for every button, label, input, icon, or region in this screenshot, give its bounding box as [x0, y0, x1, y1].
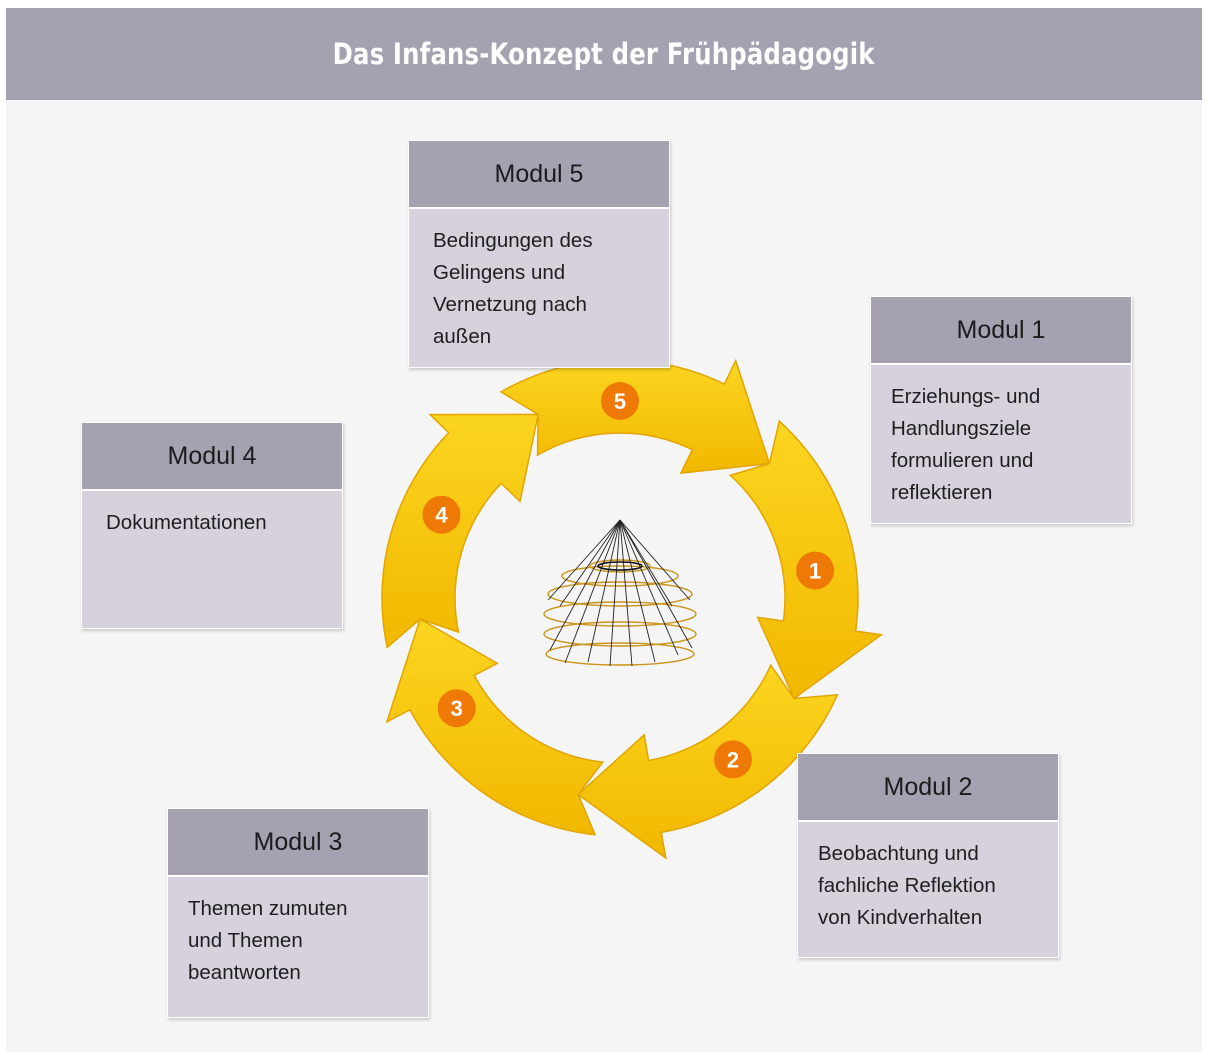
module-2-box: Modul 2 Beobachtung und fachliche Reflek… — [797, 753, 1059, 958]
cone-line — [619, 519, 656, 663]
step-badge-4: 4 — [422, 495, 461, 534]
cycle-arrow-4 — [381, 413, 540, 649]
step-number-label: 5 — [614, 389, 626, 414]
cone-ring — [589, 559, 651, 573]
cone-line — [587, 519, 621, 663]
cone-line — [549, 519, 621, 651]
cycle-arrow-5 — [499, 358, 771, 474]
cone-ring — [545, 642, 695, 666]
step-number-label: 1 — [809, 559, 821, 584]
module-5-title: Modul 5 — [409, 141, 669, 209]
step-badge-circle — [796, 551, 835, 590]
cone-line — [619, 519, 693, 649]
module-2-text: Beobachtung und fachliche Reflektion von… — [818, 842, 996, 929]
cone-line — [619, 519, 633, 667]
step-badge-3: 3 — [437, 689, 476, 728]
module-3-text: Themen zumuten und Themen beantworten — [188, 897, 348, 984]
cone-ring — [543, 601, 697, 627]
step-badge-circle — [437, 689, 476, 728]
module-2-title: Modul 2 — [798, 754, 1058, 822]
cone-ring — [561, 565, 679, 587]
step-number-label: 2 — [727, 747, 739, 772]
module-5-text: Bedingungen des Gelingens und Vernetzung… — [433, 229, 593, 348]
step-badge-1: 1 — [796, 551, 835, 590]
step-badge-2: 2 — [714, 740, 752, 779]
step-badge-5: 5 — [601, 382, 639, 420]
cone-line — [559, 519, 621, 607]
step-numbers: 1 2 3 4 5 — [422, 382, 835, 779]
step-badge-circle — [714, 740, 752, 779]
spiral-cone-icon — [543, 519, 697, 667]
cone-line — [609, 519, 621, 667]
cone-line — [564, 519, 621, 664]
cycle-arrow-2 — [577, 663, 839, 860]
module-3-title: Modul 3 — [168, 809, 428, 877]
module-1-box: Modul 1 Erziehungs- und Handlungsziele f… — [870, 296, 1132, 524]
cone-line — [619, 519, 691, 601]
step-number-label: 3 — [451, 696, 463, 721]
module-4-text: Dokumentationen — [106, 511, 267, 534]
cone-line — [619, 519, 679, 656]
module-4-title: Modul 4 — [82, 423, 342, 491]
step-badge-circle — [422, 495, 461, 534]
module-1-text: Erziehungs- und Handlungsziele formulier… — [891, 385, 1041, 504]
cycle-arrow-3 — [385, 617, 605, 836]
step-number-label: 4 — [435, 503, 448, 528]
module-1-title: Modul 1 — [871, 297, 1131, 365]
page-title: Das Infans-Konzept der Frühpädagogik — [332, 37, 876, 71]
module-5-box: Modul 5 Bedingungen des Gelingens und Ve… — [408, 140, 670, 368]
cone-ring — [543, 621, 697, 647]
cone-ring — [547, 581, 693, 607]
step-badge-circle — [601, 382, 639, 420]
cone-top-ring — [597, 561, 643, 571]
cycle-arrows — [381, 358, 884, 860]
cone-line — [547, 519, 621, 601]
module-4-box: Modul 4 Dokumentationen — [81, 422, 343, 629]
module-3-box: Modul 3 Themen zumuten und Themen beantw… — [167, 808, 429, 1018]
cone-line — [619, 519, 673, 607]
header-bar: Das Infans-Konzept der Frühpädagogik — [6, 8, 1202, 100]
